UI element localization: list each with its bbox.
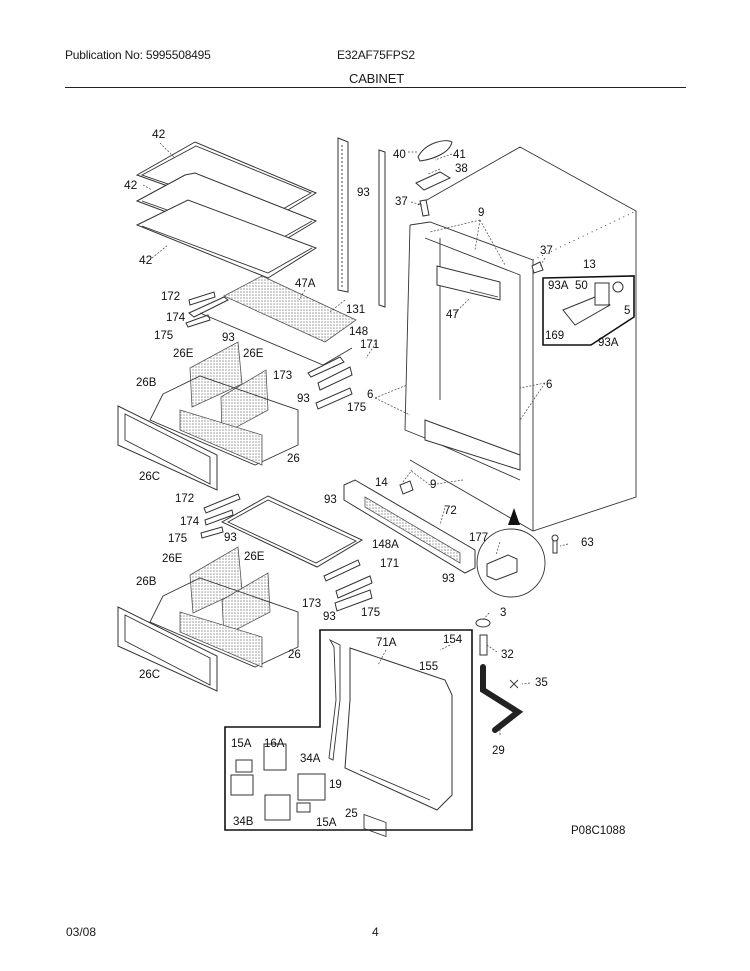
lower-crisper-assembly — [117, 493, 373, 692]
callout-173: 173 — [302, 598, 321, 610]
callout-93: 93 — [224, 532, 237, 544]
callout-155: 155 — [419, 661, 438, 673]
callout-32: 32 — [501, 649, 514, 661]
callout-93: 93 — [222, 332, 235, 344]
callout-42: 42 — [124, 178, 138, 192]
callout-175: 175 — [347, 402, 366, 414]
callout-47A: 47A — [295, 278, 316, 290]
callout-93: 93 — [323, 611, 336, 623]
callout-26E: 26E — [244, 551, 265, 563]
callout-labels: 42 42 42 93 131 40 41 38 37 9 37 13 93A … — [124, 127, 630, 837]
callout-175: 175 — [361, 607, 380, 619]
section-title: CABINET — [349, 71, 404, 86]
callout-154: 154 — [443, 634, 463, 646]
footer-date: 03/08 — [66, 925, 97, 939]
callout-26B: 26B — [136, 576, 157, 588]
model-number: E32AF75FPS2 — [337, 48, 415, 62]
callout-15A: 15A — [316, 817, 337, 829]
callout-26E: 26E — [162, 553, 183, 565]
shelf-bot — [135, 199, 318, 279]
toe-grille — [343, 479, 559, 598]
callout-35: 35 — [535, 677, 548, 689]
callout-42: 42 — [139, 253, 153, 267]
callout-9: 9 — [430, 479, 436, 491]
callout-93: 93 — [297, 393, 310, 405]
callout-3: 3 — [500, 607, 506, 619]
figure-id: P08C1088 — [571, 825, 625, 837]
callout-13: 13 — [583, 259, 596, 271]
callout-71A: 71A — [376, 637, 397, 649]
callout-72: 72 — [444, 505, 457, 517]
callout-14: 14 — [375, 477, 388, 489]
callout-175: 175 — [154, 330, 173, 342]
callout-63: 63 — [581, 537, 594, 549]
callout-93: 93 — [442, 573, 455, 585]
glass-shelves — [135, 141, 318, 279]
leveling-parts — [475, 618, 524, 733]
callout-9: 9 — [478, 207, 484, 219]
callout-16A: 16A — [264, 738, 285, 750]
upper-crisper-assembly — [117, 275, 357, 491]
callout-26: 26 — [288, 649, 301, 661]
callout-171: 171 — [380, 558, 399, 570]
callout-148A: 148A — [372, 539, 399, 551]
callout-26: 26 — [287, 453, 300, 465]
callout-26E: 26E — [243, 348, 264, 360]
callout-26C: 26C — [139, 669, 160, 681]
switch-detail-box — [542, 275, 635, 346]
callout-15A: 15A — [231, 738, 252, 750]
callout-177: 177 — [469, 532, 488, 544]
leader-lines — [142, 142, 569, 735]
callout-93A: 93A — [598, 337, 619, 349]
callout-174: 174 — [166, 312, 186, 324]
callout-42: 42 — [152, 127, 166, 141]
callout-6: 6 — [546, 379, 552, 391]
callout-26C: 26C — [139, 471, 160, 483]
callout-93A: 93A — [548, 280, 569, 292]
callout-173: 173 — [273, 370, 292, 382]
callout-93: 93 — [357, 187, 370, 199]
callout-19: 19 — [329, 779, 342, 791]
callout-172: 172 — [161, 291, 180, 303]
callout-47: 47 — [446, 309, 459, 321]
callout-175: 175 — [168, 533, 187, 545]
callout-37: 37 — [395, 196, 408, 208]
callout-6: 6 — [367, 389, 373, 401]
callout-50: 50 — [575, 280, 588, 292]
callout-169: 169 — [545, 330, 564, 342]
callout-34B: 34B — [233, 816, 254, 828]
callout-93: 93 — [324, 494, 337, 506]
callout-41: 41 — [453, 149, 466, 161]
hinge-assembly — [415, 140, 544, 274]
cabinet-body — [404, 146, 637, 532]
footer-page-number: 4 — [372, 925, 379, 939]
publication-number: Publication No: 5995508495 — [65, 48, 211, 62]
callout-40: 40 — [393, 149, 406, 161]
shelf-rails — [337, 137, 386, 308]
callout-174: 174 — [180, 516, 200, 528]
callout-131: 131 — [346, 304, 365, 316]
callout-171: 171 — [360, 339, 379, 351]
callout-38: 38 — [455, 163, 468, 175]
callout-34A: 34A — [300, 753, 321, 765]
callout-172: 172 — [175, 493, 194, 505]
lower-panel-box — [224, 629, 473, 838]
callout-148: 148 — [349, 326, 368, 338]
callout-26E: 26E — [173, 348, 194, 360]
callout-29: 29 — [492, 745, 505, 757]
callout-5: 5 — [624, 305, 630, 317]
callout-37: 37 — [540, 245, 553, 257]
callout-25: 25 — [345, 808, 358, 820]
callout-26B: 26B — [136, 377, 157, 389]
header-divider — [65, 87, 686, 88]
